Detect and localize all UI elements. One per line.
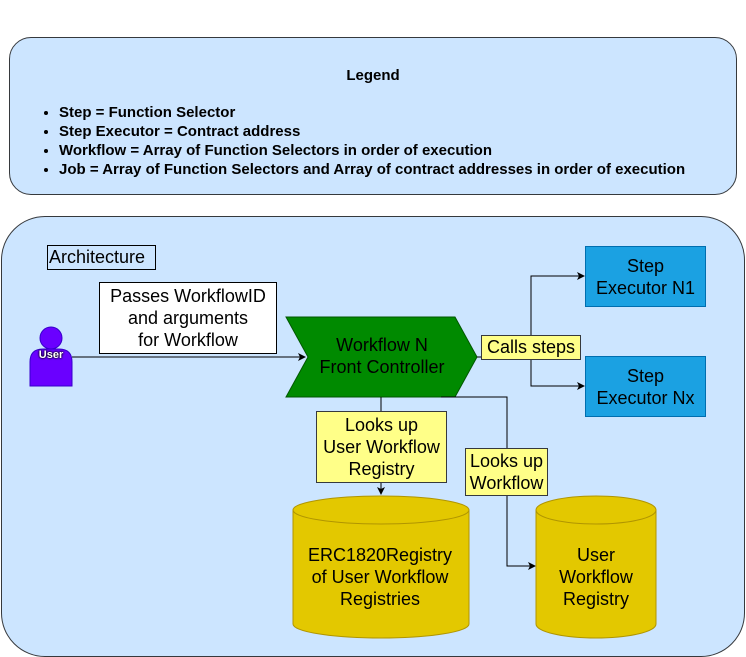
legend-item: Step = Function Selector	[59, 103, 685, 122]
architecture-label: Architecture	[47, 245, 156, 270]
calls-steps-label: Calls steps	[481, 335, 581, 360]
erc-registry-cylinder[interactable]	[292, 495, 470, 639]
passes-line: Passes WorkflowID	[110, 286, 266, 306]
lookup-registry-label: Looks up User Workflow Registry	[316, 411, 447, 483]
step-executor-line: Executor Nx	[596, 388, 695, 408]
erc-registry-label: ERC1820Registry of User Workflow Registr…	[292, 544, 468, 610]
step-executor-line: Executor N1	[595, 278, 696, 298]
erc-registry-line: of User Workflow	[311, 567, 449, 587]
user-registry-line: Registry	[562, 589, 629, 609]
legend-list: Step = Function Selector Step Executor =…	[40, 103, 685, 179]
lookup-workflow-line: Workflow	[469, 473, 544, 493]
lookup-registry-line: User Workflow	[323, 437, 440, 457]
front-controller-label: Workflow N Front Controller	[300, 334, 464, 378]
passes-workflow-label: Passes WorkflowID and arguments for Work…	[99, 282, 277, 354]
legend-item: Workflow = Array of Function Selectors i…	[59, 141, 685, 160]
step-executor-line: Step	[626, 256, 665, 276]
lookup-registry-line: Looks up	[344, 415, 419, 435]
step-executor-nx[interactable]: Step Executor Nx	[585, 356, 706, 417]
user-registry-cylinder[interactable]	[535, 495, 657, 639]
legend-title: Legend	[346, 67, 400, 84]
step-executor-line: Step	[626, 366, 665, 386]
user-registry-line: User	[576, 545, 615, 565]
front-controller-line: Workflow N	[336, 335, 428, 355]
lookup-workflow-line: Looks up	[469, 451, 544, 471]
calls-step-nx-arrow	[530, 357, 585, 390]
legend-item: Step Executor = Contract address	[59, 122, 685, 141]
user-icon[interactable]	[29, 326, 73, 387]
legend-panel	[9, 37, 737, 195]
user-registry-line: Workflow	[559, 567, 633, 587]
passes-line: for Workflow	[138, 330, 238, 350]
user-registry-label: User Workflow Registry	[537, 544, 655, 610]
user-label: User	[38, 349, 64, 361]
erc-registry-line: Registries	[339, 589, 421, 609]
legend-item: Job = Array of Function Selectors and Ar…	[59, 160, 685, 179]
lookup-registry-line: Registry	[348, 459, 415, 479]
erc-registry-line: ERC1820Registry	[307, 545, 453, 565]
step-executor-n1[interactable]: Step Executor N1	[585, 246, 706, 307]
passes-line: and arguments	[127, 308, 249, 328]
front-controller-line: Front Controller	[319, 357, 445, 377]
lookup-workflow-label: Looks up Workflow	[465, 448, 548, 496]
